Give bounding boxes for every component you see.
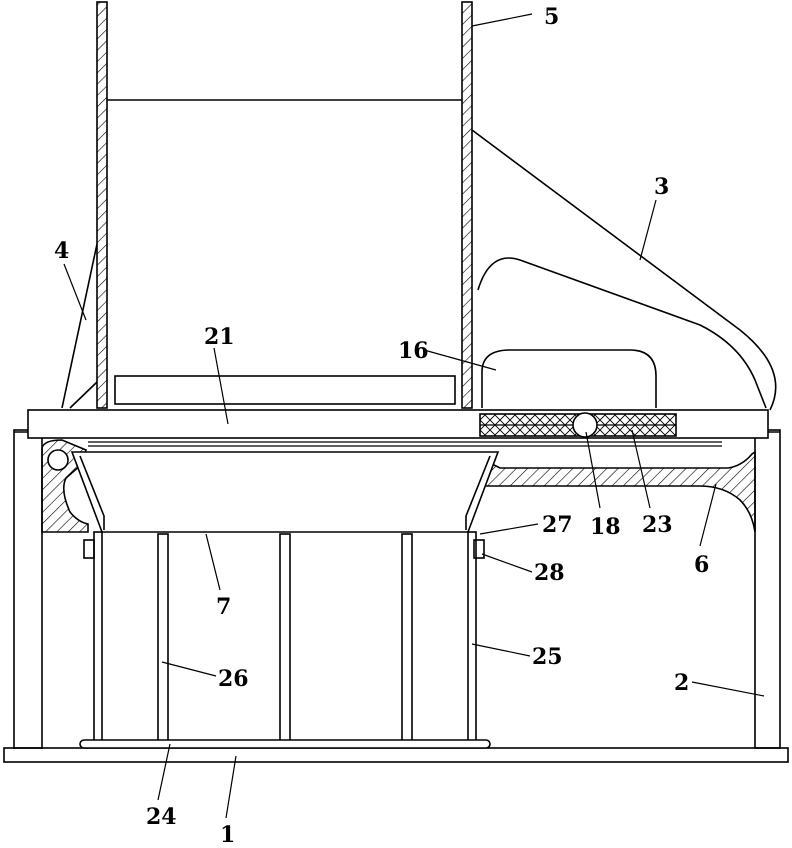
leader-26 [162,662,216,676]
frame-right-post [755,430,780,748]
left-arm [62,244,97,408]
leader-7 [206,534,220,590]
cage-base-ring [80,740,490,748]
ring-roller-left [48,450,68,470]
motor-box [482,350,656,408]
label-21: 21 [204,324,235,350]
cage-bar-2 [280,534,290,742]
hopper-wall-right [462,2,472,408]
slider-ball [573,413,597,437]
leader-2 [692,682,764,696]
label-6: 6 [694,552,709,578]
label-16: 16 [398,338,429,364]
cage-bar-3 [402,534,412,742]
hopper-bottom-slot [115,376,455,404]
leader-27 [480,524,538,534]
label-4: 4 [54,238,69,264]
cage-left-wall [94,532,102,742]
label-7: 7 [216,594,231,620]
frame-left-post [14,430,42,748]
seal-block-left [84,540,94,558]
label-25: 25 [532,644,563,670]
label-1: 1 [220,822,235,848]
hopper-wall-left [97,2,107,408]
label-28: 28 [534,560,565,586]
leader-25 [472,644,530,656]
leader-28 [482,554,532,572]
label-23: 23 [642,512,673,538]
leader-5 [472,14,532,26]
leader-3 [640,200,656,260]
base-plate [4,748,788,762]
label-27: 27 [542,512,573,538]
label-3: 3 [654,174,669,200]
label-18: 18 [590,514,621,540]
support-arm-3 [472,130,776,410]
label-5: 5 [544,4,559,30]
funnel-body [72,452,498,532]
label-24: 24 [146,804,177,830]
cage-right-wall [468,532,476,742]
leader-1 [226,756,236,818]
label-2: 2 [674,670,689,696]
leader-6 [700,484,716,546]
label-26: 26 [218,666,249,692]
cage-bar-1 [158,534,168,742]
leader-4 [64,264,86,320]
